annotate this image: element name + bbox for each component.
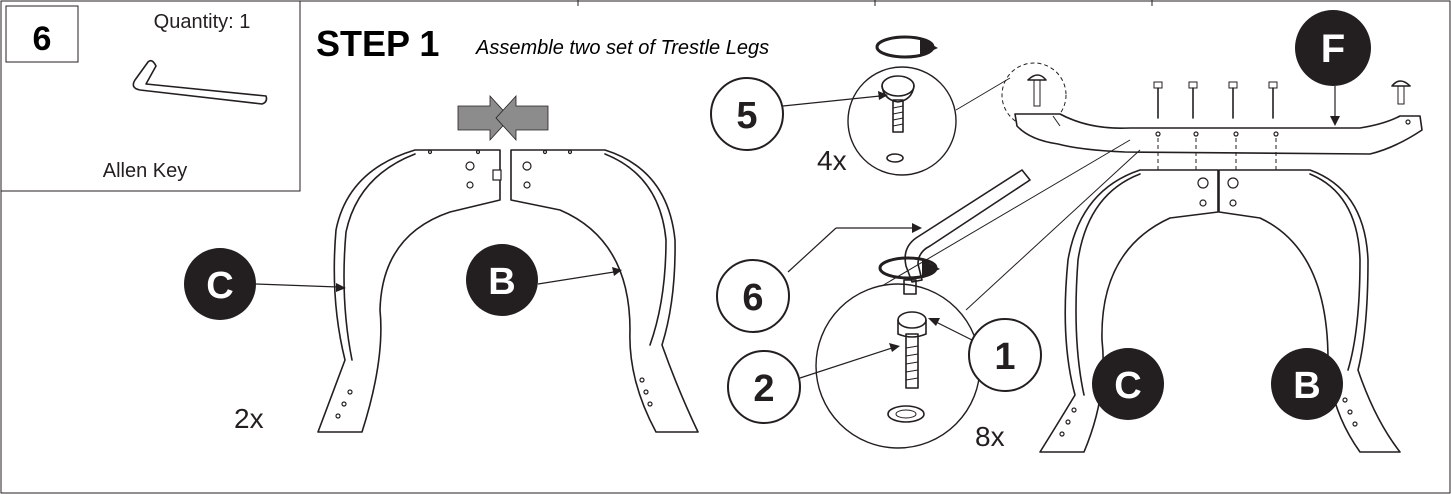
allen-key-icon bbox=[132, 59, 268, 105]
count-bolts: 8x bbox=[975, 421, 1005, 452]
top-plate-f bbox=[1014, 113, 1423, 155]
allen-key-inserted-icon bbox=[903, 169, 1031, 295]
callout-1: 1 bbox=[968, 318, 1042, 392]
step-number-box bbox=[5, 5, 79, 63]
quantity-label: Quantity: 1 bbox=[154, 11, 251, 33]
detail-bolt-circle bbox=[815, 283, 981, 449]
arrow-6 bbox=[787, 223, 922, 273]
leg-b-right bbox=[1218, 169, 1401, 453]
push-together-arrows-icon bbox=[457, 94, 549, 142]
label-c-left: C bbox=[184, 248, 256, 320]
label-b-right: B bbox=[1271, 348, 1343, 420]
label-c-right-text: C bbox=[1114, 365, 1141, 407]
detail-screw-circle bbox=[847, 66, 957, 176]
label-b-left-text: B bbox=[488, 261, 515, 303]
parts-box: 6 Quantity: 1 Allen Key bbox=[0, 0, 301, 192]
step-description: Assemble two set of Trestle Legs bbox=[475, 37, 769, 59]
step-title: STEP 1 bbox=[316, 23, 439, 64]
leg-b-left bbox=[510, 149, 699, 433]
arrow-b-left bbox=[537, 267, 622, 285]
callout-5: 5 bbox=[710, 77, 784, 151]
arrow-5 bbox=[782, 91, 888, 107]
callout-6-text: 6 bbox=[742, 277, 763, 319]
callout-1-text: 1 bbox=[994, 336, 1015, 378]
leg-c-right bbox=[1039, 169, 1219, 453]
leg-c-left bbox=[317, 149, 502, 433]
step-number: 6 bbox=[33, 20, 52, 58]
arrow-2 bbox=[799, 343, 900, 379]
count-screws-f: 4x bbox=[817, 145, 847, 176]
count-legs-pairs: 2x bbox=[234, 403, 264, 434]
label-c-left-text: C bbox=[206, 265, 233, 307]
label-b-left: B bbox=[466, 244, 538, 316]
arrow-1 bbox=[928, 318, 973, 341]
screws-row-f bbox=[1027, 74, 1411, 172]
callout-5-text: 5 bbox=[736, 95, 757, 137]
detail-leader-5 bbox=[955, 77, 1011, 111]
callout-2-text: 2 bbox=[753, 368, 774, 410]
label-f: F bbox=[1295, 10, 1371, 86]
rotate-arrow-bolt-icon bbox=[878, 256, 940, 280]
detail-leader-bolt-a bbox=[857, 139, 1131, 301]
callout-2: 2 bbox=[727, 350, 801, 424]
rotate-arrow-icon bbox=[875, 35, 938, 59]
label-f-text: F bbox=[1321, 27, 1345, 71]
label-b-right-text: B bbox=[1293, 365, 1320, 407]
arrow-f bbox=[1330, 86, 1340, 126]
part-name: Allen Key bbox=[103, 160, 188, 182]
detail-leader-bolt-b bbox=[965, 149, 1141, 311]
label-c-right: C bbox=[1092, 348, 1164, 420]
callout-6: 6 bbox=[716, 259, 790, 333]
arrow-c-left bbox=[255, 283, 346, 292]
